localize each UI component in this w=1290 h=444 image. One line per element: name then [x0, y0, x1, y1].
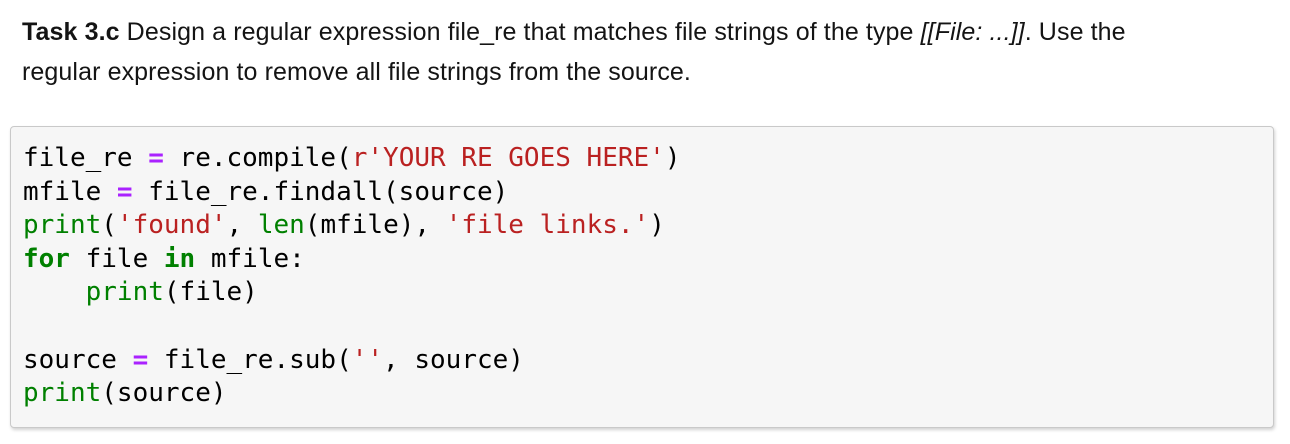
code-line: source = file_re.sub('', source) [23, 344, 1261, 378]
code-token: mfile: [195, 243, 305, 274]
code-line: print('found', len(mfile), 'file links.'… [23, 209, 1261, 243]
code-token: (source) [101, 378, 227, 409]
code-token: ( [101, 210, 117, 241]
code-line: print(source) [23, 377, 1261, 411]
code-token: file_re [23, 143, 149, 173]
task-description: Task 3.c Design a regular expression fil… [22, 12, 1270, 92]
code-token: (file) [163, 277, 258, 308]
code-token: ) [649, 210, 665, 241]
code-line: print(file) [23, 276, 1261, 310]
code-cell-input[interactable]: file_re = re.compile(r'YOUR RE GOES HERE… [10, 126, 1274, 428]
code-token: print [85, 277, 164, 308]
code-line: mfile = file_re.findall(source) [23, 176, 1261, 210]
code-token: = [116, 176, 133, 207]
code-token: , [226, 210, 258, 241]
code-token: (mfile), [304, 210, 446, 241]
code-token: = [132, 344, 149, 375]
code-token: r'YOUR RE GOES HERE' [351, 143, 665, 173]
code-token: , source) [383, 344, 524, 375]
code-line: file_re = re.compile(r'YOUR RE GOES HERE… [23, 142, 1261, 176]
code-token: source [23, 344, 133, 375]
code-token: ) [664, 143, 681, 173]
code-token: len [257, 210, 305, 241]
task-text-segment: Design a regular expression file_re that… [119, 18, 921, 46]
code-line [23, 310, 1261, 344]
code-editor: file_re = re.compile(r'YOUR RE GOES HERE… [23, 142, 1261, 411]
code-line: for file in mfile: [23, 243, 1261, 277]
task-text-segment: regular expression to remove all file st… [22, 58, 691, 86]
code-token: file_re.findall(source) [132, 176, 509, 207]
code-token: 'found' [116, 210, 227, 241]
code-token: file [69, 243, 164, 274]
code-token: print [23, 210, 102, 241]
code-token: for [23, 243, 70, 274]
code-token: 'file links.' [445, 210, 650, 241]
task-text-segment: Task 3.c [22, 18, 120, 46]
code-token: re.compile( [163, 143, 352, 173]
code-token: '' [351, 344, 384, 375]
code-token: file_re.sub( [148, 344, 352, 375]
markdown-cell: Task 3.c Design a regular expression fil… [0, 0, 1290, 92]
code-token [23, 277, 86, 307]
code-token: mfile [23, 176, 117, 207]
task-text-segment: . Use the [1024, 18, 1126, 46]
code-token: print [23, 378, 102, 409]
task-text-segment: [[File: ...]] [920, 18, 1025, 46]
code-token: = [148, 143, 164, 173]
code-token: in [163, 243, 196, 274]
